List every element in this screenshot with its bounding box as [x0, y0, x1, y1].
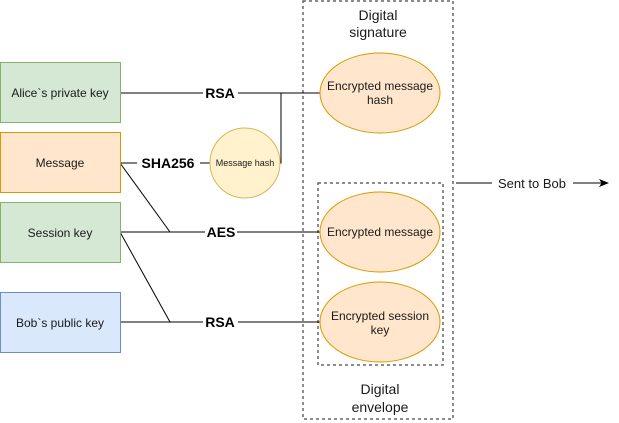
digital-envelope-box: [317, 182, 444, 366]
node-message[interactable]: Message: [0, 132, 121, 193]
message-label: Message: [36, 156, 85, 170]
node-alice-private-key[interactable]: Alice`s private key: [0, 62, 121, 123]
bob-public-key-label: Bob`s public key: [16, 316, 104, 330]
node-bob-public-key[interactable]: Bob`s public key: [0, 292, 121, 353]
edge-message-to-aes: [119, 162, 171, 233]
encrypted-message-label: Encrypted message: [327, 225, 433, 239]
digital-signature-label-line2: signature: [349, 24, 407, 40]
node-encrypted-message-hash[interactable]: Encrypted message hash: [319, 52, 441, 134]
encrypted-message-hash-label-line2: hash: [367, 93, 393, 107]
outer-group-box: [302, 0, 454, 420]
edge-session-to-rsa: [119, 231, 171, 323]
node-encrypted-message[interactable]: Encrypted message: [319, 191, 441, 273]
edge-hash-to-signature: [280, 93, 282, 164]
edge-label-sent-to-bob: Sent to Bob: [498, 176, 566, 191]
node-encrypted-session-key[interactable]: Encrypted session key: [319, 281, 441, 363]
encrypted-message-hash-label-line1: Encrypted message: [327, 79, 433, 93]
encrypted-session-key-label-line2: key: [371, 323, 390, 337]
message-hash-label: Message hash: [216, 158, 275, 168]
edge-label-aes: AES: [207, 224, 236, 240]
node-message-hash[interactable]: Message hash: [209, 127, 281, 199]
digital-envelope-label-line2: envelope: [352, 399, 409, 415]
edge-label-rsa-envelope: RSA: [205, 314, 235, 330]
alice-private-key-label: Alice`s private key: [11, 86, 108, 100]
edge-label-rsa-signature: RSA: [205, 85, 235, 101]
edge-label-sha256: SHA256: [142, 155, 195, 171]
encrypted-session-key-label-line1: Encrypted session: [331, 309, 429, 323]
node-session-key[interactable]: Session key: [0, 202, 121, 263]
digital-envelope-label-line1: Digital: [361, 381, 400, 397]
digital-signature-label-line1: Digital: [359, 7, 398, 23]
session-key-label: Session key: [28, 226, 93, 240]
